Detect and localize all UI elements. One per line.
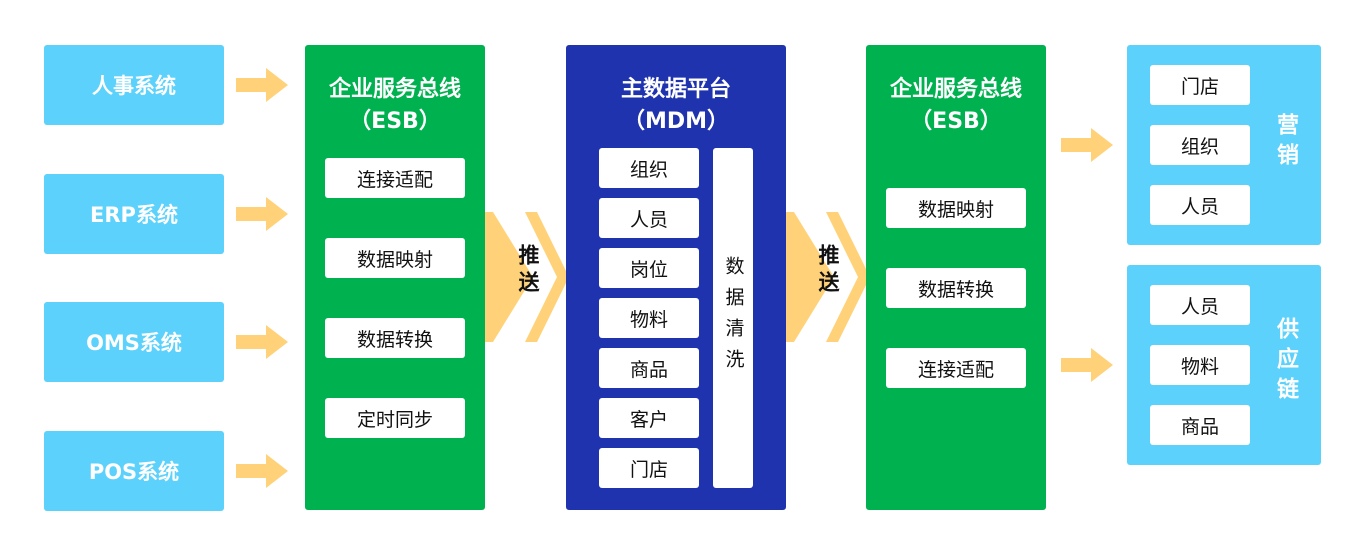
esb-right-item: 连接适配 <box>886 348 1026 388</box>
source-pos-system: POS系统 <box>44 431 224 511</box>
data-cleaning-box: 数据清洗 <box>713 148 753 488</box>
arrow-right-icon <box>1061 348 1113 382</box>
source-hr-system: 人事系统 <box>44 45 224 125</box>
mdm-item: 物料 <box>599 298 699 338</box>
esb-panel-right: 企业服务总线 （ESB） 数据映射 数据转换 连接适配 <box>866 45 1046 510</box>
esb-right-item: 数据映射 <box>886 188 1026 228</box>
mdm-title: 主数据平台 <box>620 77 731 102</box>
arrow-right-icon <box>236 68 288 102</box>
target-supply-chain-item: 商品 <box>1150 405 1250 445</box>
esb-panel-left: 企业服务总线 （ESB） 连接适配 数据映射 数据转换 定时同步 <box>305 45 485 510</box>
target-marketing-item: 人员 <box>1150 185 1250 225</box>
push-chevron-icon <box>786 212 870 342</box>
esb-left-title: 企业服务总线 <box>328 77 461 102</box>
arrow-right-icon <box>236 197 288 231</box>
mdm-item: 客户 <box>599 398 699 438</box>
mdm-subtitle: （MDM） <box>622 109 730 134</box>
push-chevron-icon <box>485 212 569 342</box>
esb-left-item: 数据转换 <box>325 318 465 358</box>
mdm-panel: 主数据平台 （MDM） 组织 人员 岗位 物料 商品 客户 门店 数据清洗 <box>566 45 786 510</box>
arrow-right-icon <box>236 454 288 488</box>
source-erp-system: ERP系统 <box>44 174 224 254</box>
target-marketing-panel: 门店 组织 人员 营销 <box>1127 45 1321 245</box>
source-oms-system: OMS系统 <box>44 302 224 382</box>
esb-left-item: 数据映射 <box>325 238 465 278</box>
target-supply-chain-panel: 人员 物料 商品 供应链 <box>1127 265 1321 465</box>
target-marketing-item: 门店 <box>1150 65 1250 105</box>
esb-right-title: 企业服务总线 <box>889 77 1022 102</box>
mdm-item: 岗位 <box>599 248 699 288</box>
mdm-item: 商品 <box>599 348 699 388</box>
mdm-item: 人员 <box>599 198 699 238</box>
push-label: 推送 <box>816 244 840 298</box>
arrow-right-icon <box>1061 128 1113 162</box>
esb-right-subtitle: （ESB） <box>910 109 1002 134</box>
esb-left-subtitle: （ESB） <box>349 109 441 134</box>
esb-right-item: 数据转换 <box>886 268 1026 308</box>
esb-left-item: 定时同步 <box>325 398 465 438</box>
target-supply-chain-item: 人员 <box>1150 285 1250 325</box>
target-supply-chain-label: 供应链 <box>1273 317 1298 407</box>
esb-left-item: 连接适配 <box>325 158 465 198</box>
target-supply-chain-item: 物料 <box>1150 345 1250 385</box>
mdm-item: 门店 <box>599 448 699 488</box>
arrow-right-icon <box>236 325 288 359</box>
target-marketing-label: 营销 <box>1273 113 1298 173</box>
push-label: 推送 <box>516 244 540 298</box>
target-marketing-item: 组织 <box>1150 125 1250 165</box>
mdm-item: 组织 <box>599 148 699 188</box>
